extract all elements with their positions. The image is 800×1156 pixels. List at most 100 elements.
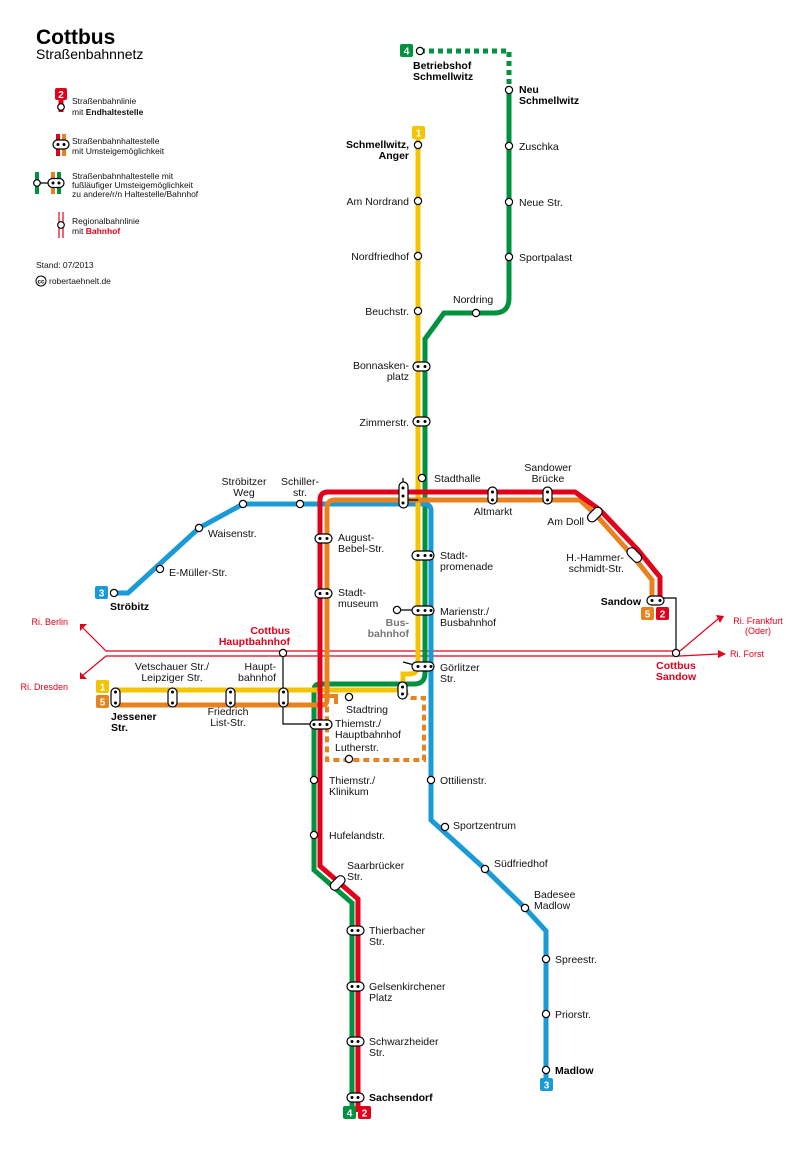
line-2 [317, 489, 663, 1112]
station-nordfriedhof[interactable] [413, 251, 423, 261]
station-saarbruecker-str[interactable] [329, 874, 347, 892]
cc-text: cc [38, 280, 45, 286]
badge-line-5-west[interactable] [96, 695, 109, 708]
badge-line-1-west[interactable] [96, 680, 109, 693]
station-e-mueller-str[interactable] [155, 564, 165, 574]
station-schmellwitz-anger[interactable] [413, 140, 423, 150]
badge-line-4-north[interactable] [400, 44, 413, 57]
station-stadtring[interactable] [344, 692, 354, 702]
station-zuschka[interactable] [504, 141, 514, 151]
station-labels: Betriebshof Schmellwitz Neu Schmellwitz … [110, 60, 697, 1104]
label-thierbacher-a: Thierbacher [369, 925, 426, 937]
station-busbahnhof[interactable] [392, 605, 402, 615]
label-am-doll: Am Doll [547, 516, 584, 528]
label-ri-frankfurt-a: Ri. Frankfurt [733, 616, 783, 626]
station-zimmerstr[interactable] [412, 416, 431, 427]
station-marienstr[interactable] [411, 605, 435, 616]
station-neue-str[interactable] [504, 197, 514, 207]
station-thierbacher-str[interactable] [346, 925, 365, 936]
badge-line-2-east[interactable] [656, 607, 669, 620]
label-am-nordrand: Am Nordrand [347, 196, 410, 208]
station-sportpalast[interactable] [504, 252, 514, 262]
station-schwarzheider-str[interactable] [346, 1036, 365, 1047]
regional-rail [80, 615, 726, 679]
station-goerlitzer-str-ring[interactable] [397, 681, 408, 700]
station-betriebshof[interactable] [415, 46, 425, 56]
map-title: Cottbus [36, 26, 116, 49]
station-neu-schmellwitz[interactable] [504, 85, 514, 95]
label-sportpalast: Sportpalast [519, 252, 572, 264]
station-hauptbahnhof[interactable] [278, 687, 289, 708]
label-sachsendorf: Sachsendorf [369, 1092, 433, 1104]
station-bonnaskenplatz[interactable] [412, 361, 431, 372]
station-lutherstr[interactable] [344, 754, 354, 764]
station-stroebitz[interactable] [109, 588, 119, 598]
label-friedrich-b: List-Str. [210, 717, 246, 729]
station-stroebitzer-weg[interactable] [238, 499, 248, 509]
legend-item4-b: mit Bahnhof [72, 226, 120, 236]
station-sportzentrum[interactable] [440, 822, 450, 832]
badge-line-5-east[interactable] [641, 607, 654, 620]
badge-line-1-north[interactable] [412, 126, 425, 139]
station-stadthalle[interactable] [417, 473, 427, 483]
station-ottilienstr[interactable] [426, 775, 436, 785]
label-zimmerstr: Zimmerstr. [359, 417, 409, 429]
station-suedfriedhof[interactable] [480, 864, 490, 874]
station-beuchstr[interactable] [413, 306, 423, 316]
station-am-nordrand[interactable] [413, 196, 423, 206]
station-jessener-str[interactable] [110, 687, 121, 708]
station-madlow[interactable] [541, 1065, 551, 1075]
label-stadtring: Stadtring [346, 704, 388, 716]
station-goerlitzer-str[interactable] [411, 661, 435, 672]
station-badesee-madlow[interactable] [520, 903, 530, 913]
station-hufelandstr[interactable] [309, 830, 319, 840]
station-altmarkt[interactable] [487, 486, 498, 505]
label-busbahnhof-b: bahnhof [368, 628, 410, 640]
badge-line-3-south[interactable] [540, 1078, 553, 1091]
label-hbf-a: Cottbus [250, 625, 290, 637]
label-stroebitz: Ströbitz [110, 601, 149, 613]
station-spreestr[interactable] [541, 954, 551, 964]
legend-credit: robertaehnelt.de [49, 276, 111, 286]
station-cottbus-hbf[interactable] [278, 648, 288, 658]
label-august-a: August- [338, 532, 375, 544]
label-hbf-b: Hauptbahnhof [219, 636, 291, 648]
label-hauptbahnhof-a: Haupt- [244, 661, 276, 673]
station-nordring[interactable] [471, 308, 481, 318]
label-nordfriedhof: Nordfriedhof [351, 251, 409, 263]
station-stadtpromenade[interactable] [411, 550, 435, 561]
legend-item1-b: mit Endhaltestelle [72, 107, 144, 117]
station-cottbus-sandow[interactable] [671, 648, 681, 658]
station-priorstr[interactable] [541, 1009, 551, 1019]
svg-text:5: 5 [645, 610, 651, 621]
station-august-bebel-str[interactable] [314, 533, 333, 544]
legend-item1-a: Straßenbahnlinie [72, 96, 137, 106]
legend-badge-text: 2 [58, 90, 64, 101]
station-stadtmuseum[interactable] [314, 588, 333, 599]
badge-line-4-south[interactable] [343, 1106, 356, 1119]
label-schwarzheider-b: Str. [369, 1047, 385, 1059]
label-schiller-b: str. [293, 487, 307, 499]
badge-line-2-south[interactable] [358, 1106, 371, 1119]
label-hauptbahnhof-b: bahnhof [238, 672, 276, 684]
badge-line-3-west[interactable] [95, 586, 108, 599]
legend-stand: Stand: 07/2013 [36, 260, 94, 270]
station-schillerstr[interactable] [295, 499, 305, 509]
station-am-doll[interactable] [586, 505, 604, 523]
station-hammerschmidt[interactable] [625, 546, 643, 564]
label-vetschauer-a: Vetschauer Str./ [135, 661, 209, 673]
legend-item4-a: Regionalbahnlinie [72, 216, 140, 226]
station-thiemstr-klinikum[interactable] [309, 775, 319, 785]
station-sachsendorf[interactable] [346, 1092, 365, 1103]
station-sandow[interactable] [646, 595, 665, 606]
station-friedrich-list-str[interactable] [225, 687, 236, 708]
station-gelsenkirchener-platz[interactable] [346, 981, 365, 992]
station-waisenstr[interactable] [194, 523, 204, 533]
label-sportzentrum: Sportzentrum [453, 820, 516, 832]
label-neu-a: Neu [519, 84, 539, 96]
station-sandower-bruecke[interactable] [542, 486, 553, 505]
legend-rail-station-icon [57, 221, 65, 229]
station-vetschauer-str[interactable] [167, 687, 178, 708]
cc-icon [35, 275, 47, 287]
label-priorstr: Priorstr. [555, 1009, 591, 1021]
